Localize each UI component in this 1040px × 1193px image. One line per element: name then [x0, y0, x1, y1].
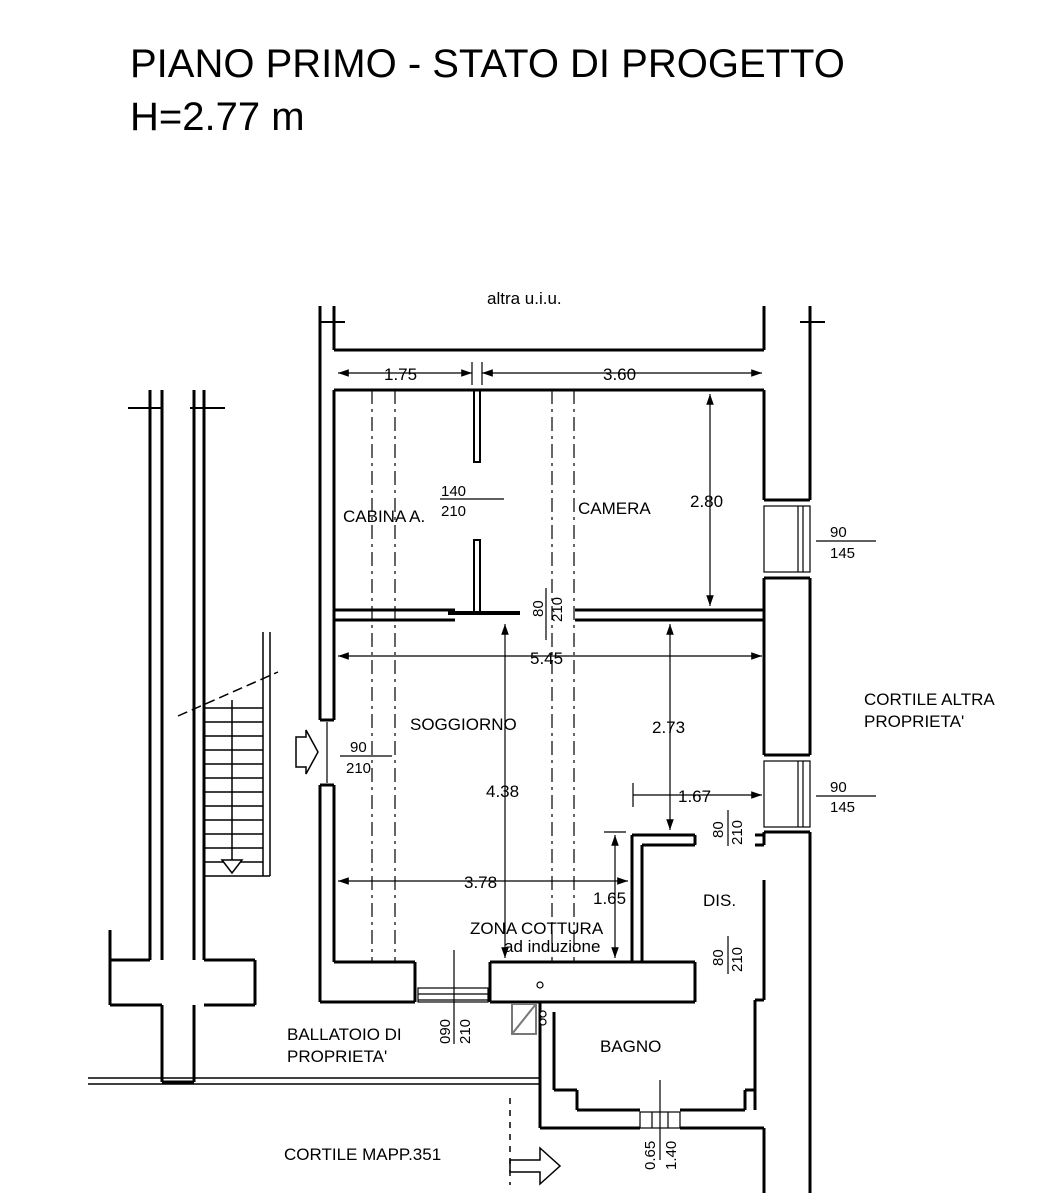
- room-cottura-note: ad induzione: [504, 937, 600, 956]
- opening-kitchen-window-w: 090: [437, 1019, 454, 1044]
- plan-title: PIANO PRIMO - STATO DI PROGETTO: [130, 42, 845, 86]
- utility-points: [536, 981, 547, 1026]
- stair: [177, 632, 279, 877]
- room-dis: DIS.: [703, 891, 736, 910]
- opening-dividers: [340, 498, 876, 974]
- opening-cabina-w: 140: [441, 483, 466, 500]
- label-right-neighbor-1: CORTILE ALTRA: [864, 690, 995, 709]
- label-right-neighbor-2: PROPRIETA': [864, 712, 964, 731]
- opening-bagno-window-w: 0.65: [642, 1141, 659, 1170]
- plan-height: H=2.77 m: [130, 95, 305, 139]
- opening-soggiorno-window-w: 90: [830, 779, 847, 796]
- opening-dis-top-h: 210: [729, 820, 746, 845]
- opening-dis-bottom-w: 80: [710, 949, 727, 966]
- dim-dis-offset: 1.67: [678, 787, 711, 806]
- induction-hob: [511, 1003, 537, 1035]
- label-balcony-1: BALLATOIO DI: [287, 1025, 402, 1044]
- opening-dis-bottom-h: 210: [729, 947, 746, 972]
- opening-camera-door-h: 210: [549, 597, 566, 622]
- entry-arrow-bottom: [509, 1098, 562, 1186]
- opening-camera-window-h: 145: [830, 545, 855, 562]
- dim-total-depth: 4.38: [486, 782, 519, 801]
- dim-camera-width: 3.60: [603, 365, 636, 384]
- opening-camera-window-w: 90: [830, 524, 847, 541]
- dim-camera-depth: 2.80: [690, 492, 723, 511]
- opening-entry-w: 90: [350, 739, 367, 756]
- opening-bagno-window-h: 1.40: [663, 1141, 680, 1170]
- walls: [108, 306, 825, 1193]
- room-camera: CAMERA: [578, 499, 651, 518]
- room-cabina: CABINA A.: [343, 507, 425, 526]
- dim-soggiorno-depth: 2.73: [652, 718, 685, 737]
- opening-dis-top-w: 80: [710, 821, 727, 838]
- room-soggiorno: SOGGIORNO: [410, 715, 517, 734]
- opening-camera-door-w: 80: [530, 600, 547, 617]
- dim-cabina-width: 1.75: [384, 365, 417, 384]
- windows: [326, 505, 811, 1160]
- balcony-edge: [88, 1077, 540, 1085]
- dim-soggiorno-width: 5.45: [530, 649, 563, 668]
- label-top-neighbor: altra u.i.u.: [487, 289, 562, 308]
- opening-cabina-h: 210: [441, 503, 466, 520]
- opening-entry-h: 210: [346, 760, 371, 777]
- opening-soggiorno-window-h: 145: [830, 799, 855, 816]
- room-cottura: ZONA COTTURA: [470, 919, 604, 938]
- label-balcony-2: PROPRIETA': [287, 1047, 387, 1066]
- entry-arrow-left: [295, 729, 319, 775]
- dim-kitchen-depth: 1.65: [593, 889, 626, 908]
- dimension-lines: [338, 362, 762, 958]
- label-courtyard: CORTILE MAPP.351: [284, 1145, 441, 1164]
- room-bagno: BAGNO: [600, 1037, 661, 1056]
- dim-kitchen-width: 3.78: [464, 873, 497, 892]
- opening-kitchen-window-h: 210: [457, 1019, 474, 1044]
